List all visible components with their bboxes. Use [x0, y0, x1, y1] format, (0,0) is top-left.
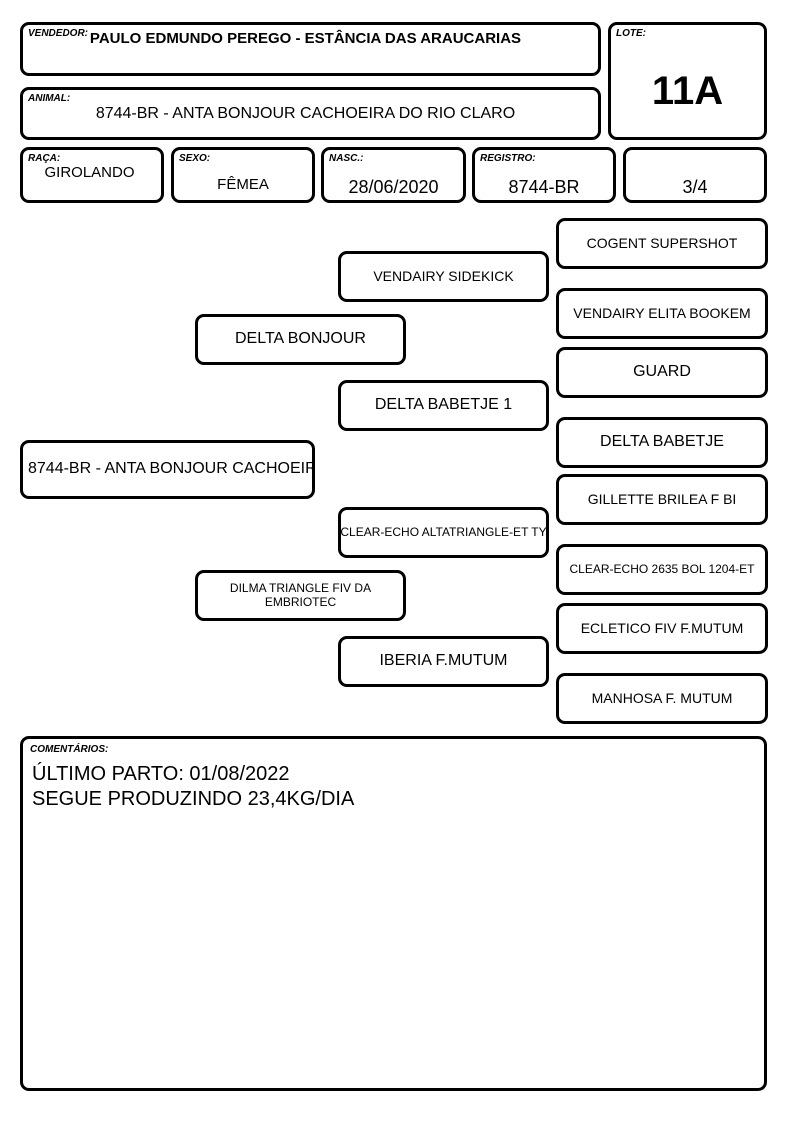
- registro-box: REGISTRO: 8744-BR: [472, 147, 616, 203]
- pedigree-dam: DILMA TRIANGLE FIV DA EMBRIOTEC: [195, 570, 406, 621]
- registro-value: 8744-BR: [508, 177, 580, 197]
- pedigree-ggp-5: GILLETTE BRILEA F BI: [556, 474, 768, 525]
- lote-value: 11A: [651, 69, 724, 113]
- pedigree-dam-sire: CLEAR-ECHO ALTATRIANGLE-ET TY: [338, 507, 549, 558]
- pedigree-ggp-8: MANHOSA F. MUTUM: [556, 673, 768, 724]
- registro-label: REGISTRO:: [480, 153, 536, 164]
- comments-label: COMENTÁRIOS:: [30, 744, 109, 755]
- pedigree-sire: DELTA BONJOUR: [195, 314, 406, 365]
- raca-value: GIROLANDO: [44, 164, 135, 181]
- sexo-label: SEXO:: [179, 153, 211, 164]
- pedigree-sire-dam: DELTA BABETJE 1: [338, 380, 549, 431]
- nasc-label: NASC.:: [329, 153, 364, 164]
- sexo-box: SEXO: FÊMEA: [171, 147, 315, 203]
- animal-value: 8744-BR - ANTA BONJOUR CACHOEIRA DO RIO …: [95, 105, 516, 122]
- comments-line-2: SEGUE PRODUZINDO 23,4KG/DIA: [32, 788, 355, 810]
- grau-value: 3/4: [682, 177, 708, 197]
- pedigree-sire-sire: VENDAIRY SIDEKICK: [338, 251, 549, 302]
- comments-box: COMENTÁRIOS: ÚLTIMO PARTO: 01/08/2022 SE…: [20, 736, 767, 1091]
- raca-label: RAÇA:: [28, 153, 61, 164]
- pedigree-ggp-3: GUARD: [556, 347, 768, 398]
- pedigree-animal: 8744-BR - ANTA BONJOUR CACHOEIR: [20, 440, 315, 499]
- raca-box: RAÇA: GIROLANDO: [20, 147, 164, 203]
- pedigree-ggp-7: ECLETICO FIV F.MUTUM: [556, 603, 768, 654]
- sexo-value: FÊMEA: [217, 176, 269, 193]
- lote-label: LOTE:: [616, 28, 646, 39]
- vendedor-value: PAULO EDMUNDO PEREGO - ESTÂNCIA DAS ARAU…: [89, 30, 522, 47]
- lote-box: LOTE: 11A: [608, 22, 767, 140]
- pedigree-ggp-1: COGENT SUPERSHOT: [556, 218, 768, 269]
- animal-box: ANIMAL: 8744-BR - ANTA BONJOUR CACHOEIRA…: [20, 87, 601, 140]
- pedigree-dam-dam: IBERIA F.MUTUM: [338, 636, 549, 687]
- comments-line-1: ÚLTIMO PARTO: 01/08/2022: [32, 763, 290, 785]
- vendedor-label: VENDEDOR:: [28, 28, 89, 39]
- animal-label: ANIMAL:: [28, 93, 71, 104]
- nasc-value: 28/06/2020: [348, 177, 439, 197]
- pedigree-ggp-2: VENDAIRY ELITA BOOKEM: [556, 288, 768, 339]
- vendedor-box: VENDEDOR: PAULO EDMUNDO PEREGO - ESTÂNCI…: [20, 22, 601, 76]
- grau-box: 3/4: [623, 147, 767, 203]
- nasc-box: NASC.: 28/06/2020: [321, 147, 466, 203]
- pedigree-ggp-6: CLEAR-ECHO 2635 BOL 1204-ET: [556, 544, 768, 595]
- pedigree-ggp-4: DELTA BABETJE: [556, 417, 768, 468]
